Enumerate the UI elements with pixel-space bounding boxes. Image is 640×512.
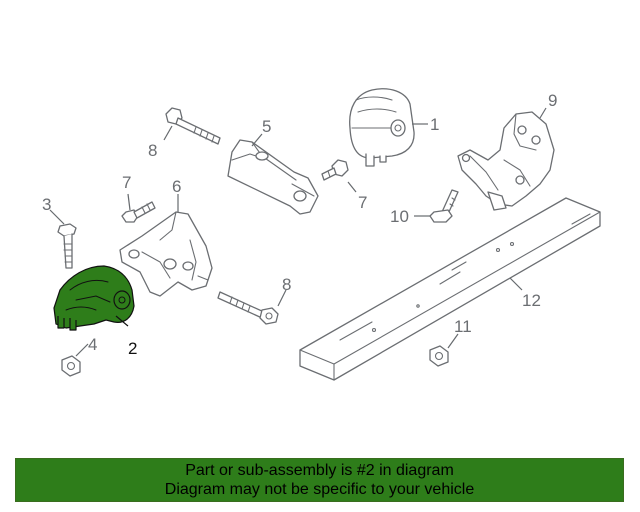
callout-7-right: 7 [358,193,367,212]
part-4-nut[interactable] [61,355,81,377]
part-8-bolt-lower[interactable] [217,291,279,325]
part-11-nut[interactable] [429,345,449,367]
part-7-bolt-right[interactable] [321,159,349,181]
callout-3: 3 [42,195,51,214]
part-2-highlighted-mount[interactable] [53,265,135,331]
callout-8-lower: 8 [282,275,291,294]
callout-9: 9 [548,91,557,110]
info-banner: Part or sub-assembly is #2 in diagram Di… [15,458,624,502]
part-10-stud[interactable] [429,189,459,223]
leader-lines [49,107,547,357]
callout-8-upper: 8 [148,141,157,160]
callout-2: 2 [128,339,137,358]
part-7-bolt-left[interactable] [121,201,156,223]
callout-6: 6 [172,177,181,196]
callout-12: 12 [522,291,541,310]
callout-11: 11 [454,317,472,336]
banner-line-disclaimer: Diagram may not be specific to your vehi… [164,481,475,498]
callout-7-left: 7 [122,173,131,192]
callout-10: 10 [390,207,409,226]
part-8-bolt-upper[interactable] [165,107,221,145]
part-12-crossmember[interactable] [299,197,601,381]
callout-1: 1 [430,115,439,134]
part-1-engine-mount[interactable] [349,88,415,167]
banner-line-part: Part or sub-assembly is #2 in diagram [185,462,454,479]
part-5-bracket[interactable] [227,139,319,215]
part-3-bolt[interactable] [57,223,77,269]
parts-diagram: 1 2 3 4 5 6 7 7 8 8 9 10 11 12 [42,88,601,381]
part-9-crossmember-bracket[interactable] [457,111,555,211]
part-6-bracket[interactable] [119,211,213,297]
callout-5: 5 [262,117,271,136]
callout-4: 4 [88,335,97,354]
